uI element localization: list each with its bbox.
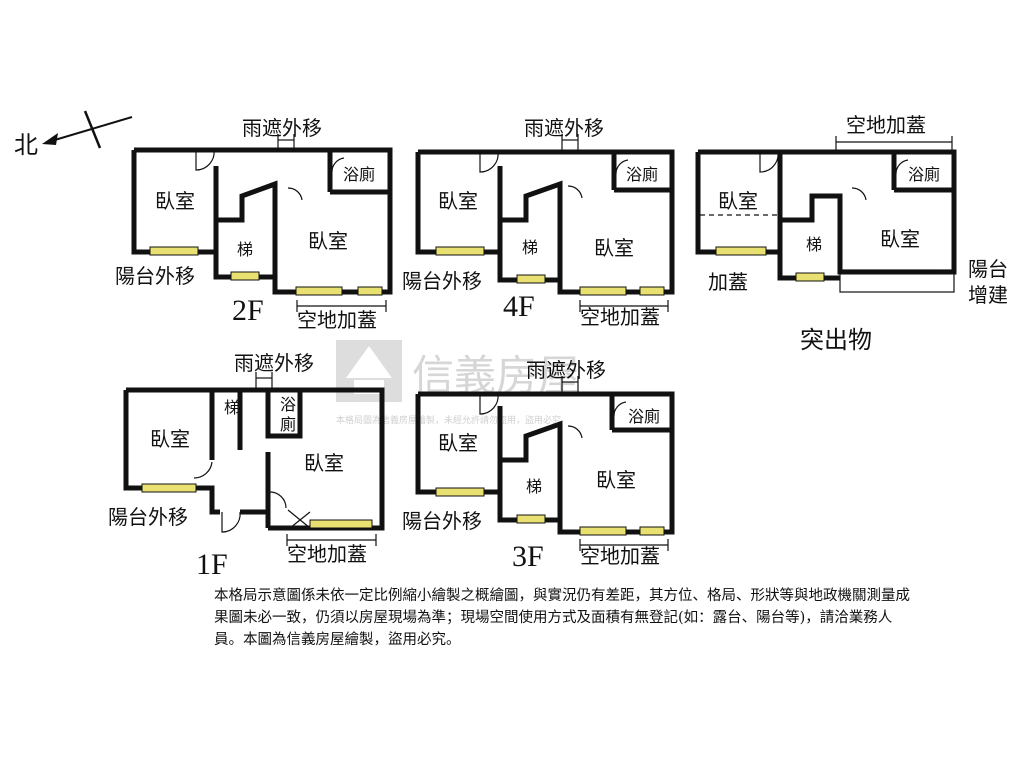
floor-plan-protrusion: 臥室 臥室 梯 浴廁 空地加蓋 加蓋 陽台 增建 突出物 <box>695 113 1008 354</box>
protrusion-title: 突出物 <box>800 326 872 354</box>
room-bedroom: 臥室 <box>155 189 195 213</box>
label-canopy-moved: 雨遮外移 <box>242 116 322 140</box>
label-balcony-moved: 陽台外移 <box>108 505 188 529</box>
label-extension: 增建 <box>968 283 1008 307</box>
label-vacant-addition: 空地加蓋 <box>297 308 377 332</box>
room-bathroom: 浴廁 <box>343 165 375 184</box>
room-bedroom: 臥室 <box>438 189 478 213</box>
room-toilet: 廁 <box>280 415 296 434</box>
room-bedroom: 臥室 <box>596 468 636 492</box>
floor-label: 4F <box>503 290 535 323</box>
compass: 北 <box>14 110 133 159</box>
room-stairs: 梯 <box>526 477 542 496</box>
floor-plan-2f: 臥室 臥室 梯 浴廁 雨遮外移 陽台外移 空地加蓋 2F <box>115 116 393 332</box>
room-bedroom: 臥室 <box>304 451 344 475</box>
label-vacant-addition: 空地加蓋 <box>287 542 367 566</box>
watermark: 信義房屋 本格局圖為信義房屋繪製，未經允許請勿盜用，盜用必究 <box>336 340 580 426</box>
north-label: 北 <box>14 131 38 159</box>
label-addition: 加蓋 <box>708 270 748 294</box>
label-canopy-moved: 雨遮外移 <box>234 351 314 375</box>
floor-label: 1F <box>196 548 228 581</box>
room-bedroom: 臥室 <box>880 227 920 251</box>
room-stairs: 梯 <box>237 240 253 259</box>
label-balcony-moved: 陽台外移 <box>115 264 195 288</box>
disclaimer-note: 本格局示意圖係未依一定比例縮小繪製之概繪圖，與實況仍有差距，其方位、格局、形狀等… <box>214 588 910 648</box>
floor-label: 2F <box>232 294 264 327</box>
floor-plan-1f: 臥室 臥室 梯 浴 廁 雨遮外移 陽台外移 空地加蓋 1F <box>108 351 385 581</box>
label-vacant-addition: 空地加蓋 <box>580 544 660 568</box>
room-stairs: 梯 <box>522 238 538 257</box>
label-canopy-moved: 雨遮外移 <box>524 116 604 140</box>
room-bathroom: 浴廁 <box>628 407 660 426</box>
room-bathroom: 浴廁 <box>908 165 940 184</box>
watermark-notice: 本格局圖為信義房屋繪製，未經允許請勿盜用，盜用必究 <box>336 414 561 426</box>
label-canopy-moved: 雨遮外移 <box>526 358 606 382</box>
room-stairs: 梯 <box>806 235 822 254</box>
room-bedroom: 臥室 <box>150 427 190 451</box>
label-balcony: 陽台 <box>968 257 1008 281</box>
room-bedroom: 臥室 <box>438 431 478 455</box>
room-bath: 浴 <box>280 395 296 414</box>
room-stairs: 梯 <box>224 398 240 417</box>
label-balcony-moved: 陽台外移 <box>402 269 482 293</box>
room-bedroom: 臥室 <box>718 189 758 213</box>
room-bathroom: 浴廁 <box>626 165 658 184</box>
floor-label: 3F <box>512 540 544 573</box>
label-vacant-addition: 空地加蓋 <box>580 305 660 329</box>
label-balcony-moved: 陽台外移 <box>402 509 482 533</box>
room-bedroom: 臥室 <box>308 229 348 253</box>
label-vacant-addition: 空地加蓋 <box>846 113 926 137</box>
room-bedroom: 臥室 <box>594 236 634 260</box>
floor-plan-4f: 臥室 臥室 梯 浴廁 雨遮外移 陽台外移 空地加蓋 4F <box>402 116 675 329</box>
floor-plan-3f: 臥室 臥室 梯 浴廁 雨遮外移 陽台外移 空地加蓋 3F <box>402 358 675 573</box>
